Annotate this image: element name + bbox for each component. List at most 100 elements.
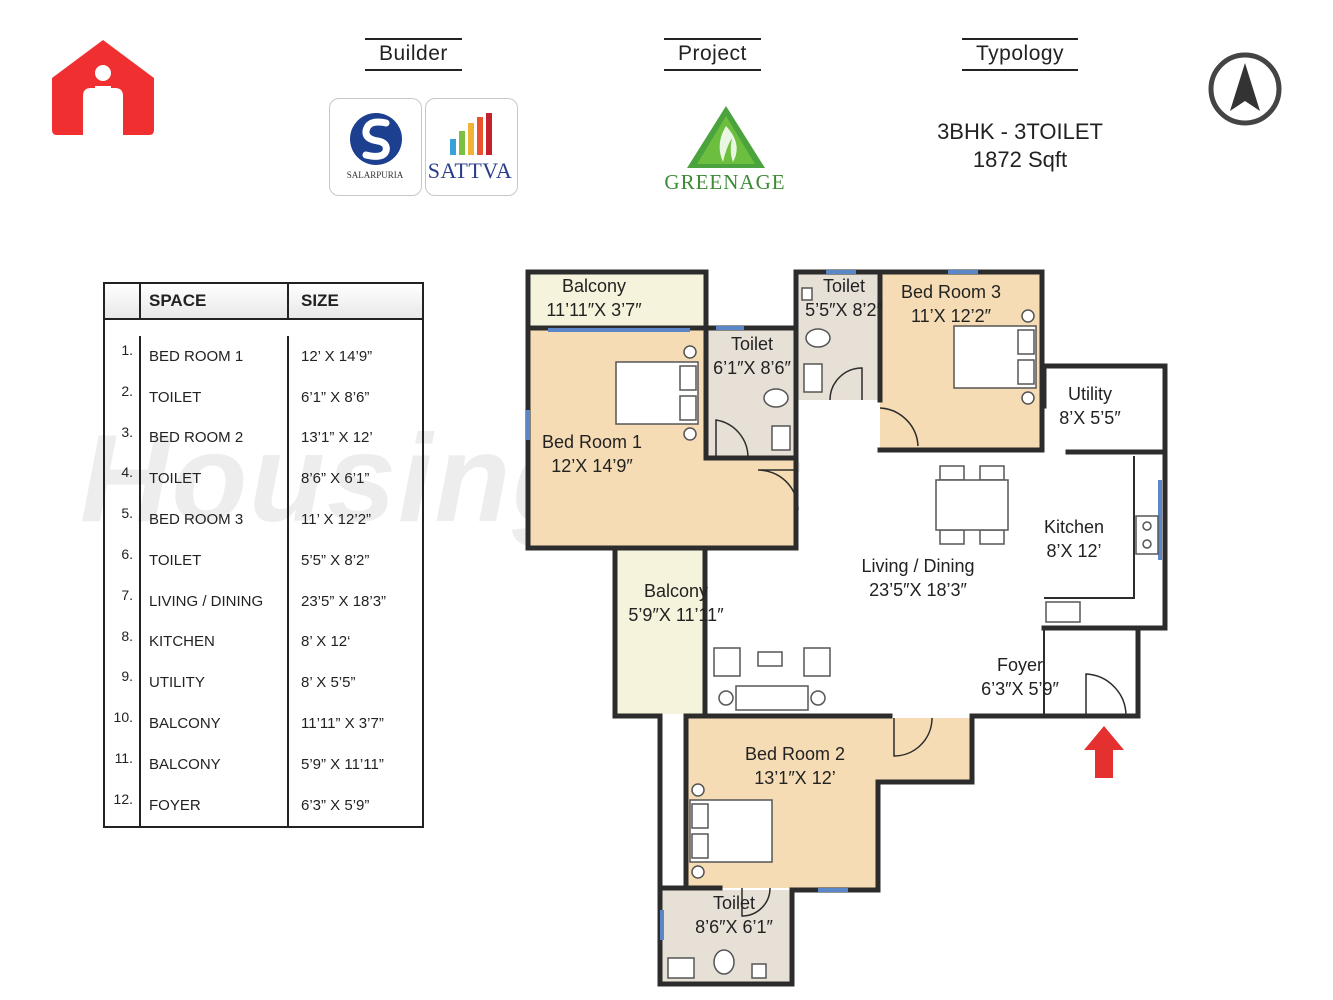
room-labels: Balcony 11’11″X 3’7″ Toilet 5’5″X 8’2″ B… [542, 276, 1121, 937]
table-header-size: SIZE [287, 283, 423, 320]
room-size: 12’X 14’9″ [551, 456, 633, 476]
door-swings [715, 367, 1127, 917]
row-space: BED ROOM 2 [139, 417, 288, 459]
salarpuria-logo [329, 98, 422, 196]
salarpuria-emblem-icon [350, 113, 402, 165]
kitchen-stove-icon [1135, 515, 1159, 555]
row-space: UTILITY [139, 662, 288, 704]
room-name: Bed Room 2 [745, 744, 845, 764]
row-number: 1. [121, 342, 133, 358]
row-size: 23’5” X 18’3” [287, 580, 423, 622]
row-space: BED ROOM 3 [139, 499, 288, 540]
room-size: 11’11″X 3’7″ [546, 300, 642, 320]
room-name: Toilet [823, 276, 865, 296]
north-compass-icon [1208, 52, 1282, 126]
row-space: LIVING / DINING [139, 580, 288, 622]
row-number: 5. [121, 505, 133, 522]
utility-fill [1044, 366, 1163, 450]
room-name: Foyer [997, 655, 1043, 675]
table-header-row: SPACE SIZE [104, 283, 423, 320]
walls [525, 269, 1168, 987]
room-size: 23’5″X 18’3″ [869, 580, 967, 600]
row-size: 8’ X 5’5” [287, 662, 423, 704]
room-name: Kitchen [1044, 517, 1104, 537]
row-space: BED ROOM 1 [139, 336, 288, 377]
windows [526, 270, 1162, 940]
row-space: TOILET [139, 376, 288, 418]
row-number: 10. [113, 709, 133, 726]
balcony-side-fill [617, 548, 703, 714]
salarpuria-logo-text: SALARPURIA [346, 170, 404, 180]
row-space: FOYER [139, 784, 288, 827]
builder-heading: Builder [365, 38, 462, 71]
thin-partitions [1043, 456, 1135, 716]
typology-info: 3BHK - 3TOILET 1872 Sqft [905, 118, 1135, 174]
project-name: GREENAGE [664, 170, 786, 194]
row-number: 9. [121, 668, 133, 685]
row-size: 13’1” X 12’ [287, 417, 423, 459]
home-icon[interactable] [50, 38, 156, 136]
room-size: 8’X 5’5″ [1059, 408, 1121, 428]
table-header-space: SPACE [139, 283, 288, 320]
entry-arrow-icon [1084, 726, 1124, 778]
row-number: 11. [114, 749, 133, 766]
bed-br3-icon [953, 309, 1037, 405]
row-size: 8’ X 12‘ [287, 621, 423, 663]
room-size: 6’3″X 5’9″ [981, 679, 1059, 699]
room-size: 13’1″X 12’ [754, 768, 835, 788]
row-size: 8’6” X 6’1” [287, 458, 423, 500]
room-name: Bed Room 1 [542, 432, 642, 452]
row-number: 2. [121, 382, 133, 399]
row-size: 6’1” X 8’6” [287, 376, 423, 418]
room-name: Toilet [713, 893, 755, 913]
greenage-logo-icon [687, 106, 765, 168]
row-space: TOILET [139, 539, 288, 581]
row-number: 7. [121, 586, 133, 603]
row-space: TOILET [139, 458, 288, 500]
toilet-fixtures [667, 287, 831, 979]
row-space: BALCONY [139, 703, 288, 744]
room-name: Toilet [731, 334, 773, 354]
room-name: Utility [1068, 384, 1112, 404]
row-number: 12. [113, 790, 133, 807]
table-header-num [104, 283, 141, 320]
row-size: 6’3” X 5’9” [287, 784, 423, 827]
room-size: 11’X 12’2″ [911, 306, 992, 326]
room-name: Balcony [644, 581, 708, 601]
room-size: 5’9″X 11’11″ [628, 605, 724, 625]
room-name: Balcony [562, 276, 626, 296]
row-size: 5’9” X 11’11” [287, 743, 423, 785]
room-size: 5’5″X 8’2″ [805, 300, 883, 320]
sofa-set-icon [713, 647, 831, 711]
bed-br1-icon [615, 345, 699, 441]
sattva-logo-text: SATTVA [427, 158, 513, 183]
room-name: Bed Room 3 [901, 282, 1001, 302]
row-space: KITCHEN [139, 621, 288, 663]
room-size: 6’1″X 8’6″ [713, 358, 791, 378]
typology-heading: Typology [962, 38, 1079, 71]
sattva-bars-icon [450, 113, 492, 155]
balcony-top-fill [528, 272, 706, 328]
row-size: 5’5” X 8’2” [287, 539, 423, 581]
row-number: 6. [121, 545, 133, 562]
project-heading: Project [664, 38, 761, 71]
dining-table-icon [935, 465, 1009, 545]
row-size: 12’ X 14’9” [287, 336, 423, 377]
row-number: 4. [121, 464, 133, 481]
row-space: BALCONY [139, 743, 288, 785]
room-size: 8’6″X 6’1″ [695, 917, 773, 937]
room-name: Living / Dining [861, 556, 974, 576]
row-size: 11’ X 12’2” [287, 499, 423, 540]
